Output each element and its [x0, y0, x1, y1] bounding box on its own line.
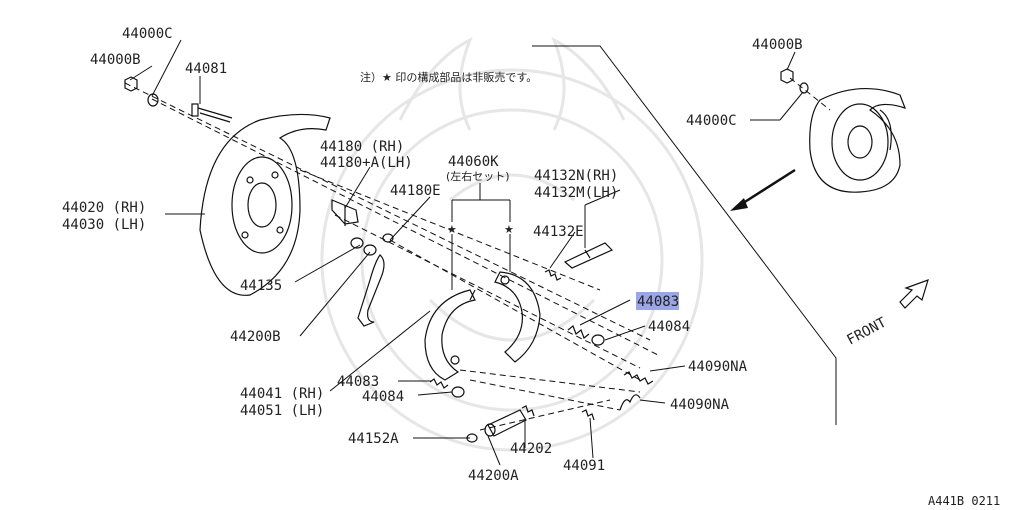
spring-44083-left — [429, 378, 449, 389]
label-44000B-left: 44000B — [90, 52, 141, 68]
label-44081: 44081 — [185, 61, 227, 77]
nut-44000B-right — [780, 68, 794, 84]
bolt-44081 — [191, 103, 233, 123]
spring-44083-right — [567, 325, 590, 339]
label-44060K: 44060K — [448, 154, 499, 170]
label-44000B-right: 44000B — [752, 37, 803, 53]
label-44000C-left: 44000C — [122, 26, 173, 42]
label-44132N: 44132N(RH) — [534, 168, 618, 184]
label-44084-right: 44084 — [648, 319, 690, 335]
washers-44135 — [350, 233, 394, 256]
label-44200A: 44200A — [468, 468, 519, 484]
label-44202: 44202 — [510, 441, 552, 457]
label-44083-highlighted[interactable]: 44083 — [637, 294, 679, 310]
adjuster-44132 — [563, 242, 614, 269]
label-44084-left: 44084 — [362, 389, 404, 405]
label-44180: 44180 (RH) — [320, 139, 404, 155]
part-labels: 注）★ 印の構成部品は非販売です。 44000C 44000B 44081 44… — [62, 26, 1000, 508]
watermark-emblem — [320, 36, 704, 452]
kit-bracket — [451, 183, 511, 290]
lever-44200B — [357, 254, 385, 327]
label-44180E: 44180E — [390, 183, 441, 199]
label-44090NA-2: 44090NA — [670, 397, 730, 413]
note-text: 注）★ 印の構成部品は非販売です。 — [360, 70, 537, 84]
star-mark-left: ★ — [447, 223, 457, 236]
spring-44090NA-2 — [619, 394, 641, 411]
adjuster-assembly-44200A — [466, 409, 527, 443]
label-front: FRONT — [844, 314, 889, 348]
label-44135: 44135 — [240, 278, 282, 294]
star-mark-right: ★ — [504, 223, 514, 236]
backing-plate — [199, 113, 331, 296]
label-44020: 44020 (RH) — [62, 200, 146, 216]
section-divider — [532, 45, 837, 425]
label-44041: 44041 (RH) — [240, 386, 324, 402]
spring-44090NA-1 — [623, 371, 654, 385]
cup-44084-left — [451, 386, 465, 398]
label-44000C-right: 44000C — [686, 113, 737, 129]
label-44132M: 44132M(LH) — [534, 185, 618, 201]
leader-lines — [129, 39, 804, 466]
direction-arrow — [730, 168, 796, 211]
label-44090NA-1: 44090NA — [688, 359, 748, 375]
front-arrow-icon — [899, 279, 929, 309]
label-44091: 44091 — [563, 458, 605, 474]
nut-44202 — [521, 405, 535, 417]
backing-plate-right — [809, 88, 907, 193]
assembly-axes — [124, 82, 661, 431]
label-44060K-sub: (左右セット) — [446, 169, 510, 183]
diagram-code: A441B 0211 — [928, 494, 1000, 508]
brake-shoe-left — [424, 289, 476, 381]
washer-44000C-right — [799, 82, 809, 94]
label-44083-left: 44083 — [337, 374, 379, 390]
adjuster-44180 — [331, 199, 359, 226]
label-44152A: 44152A — [348, 431, 399, 447]
label-44180A: 44180+A(LH) — [320, 155, 413, 171]
cup-44084-right — [591, 334, 605, 346]
label-44200B: 44200B — [230, 329, 281, 345]
label-44030: 44030 (LH) — [62, 217, 146, 233]
highlight-box — [636, 292, 679, 310]
label-44051: 44051 (LH) — [240, 403, 324, 419]
spring-44132E — [544, 269, 562, 281]
right-axis — [789, 77, 831, 111]
label-44132E: 44132E — [533, 224, 584, 240]
nut-44000B-left — [124, 76, 138, 92]
spring-44091 — [581, 409, 595, 421]
brake-shoe-right — [494, 271, 541, 363]
